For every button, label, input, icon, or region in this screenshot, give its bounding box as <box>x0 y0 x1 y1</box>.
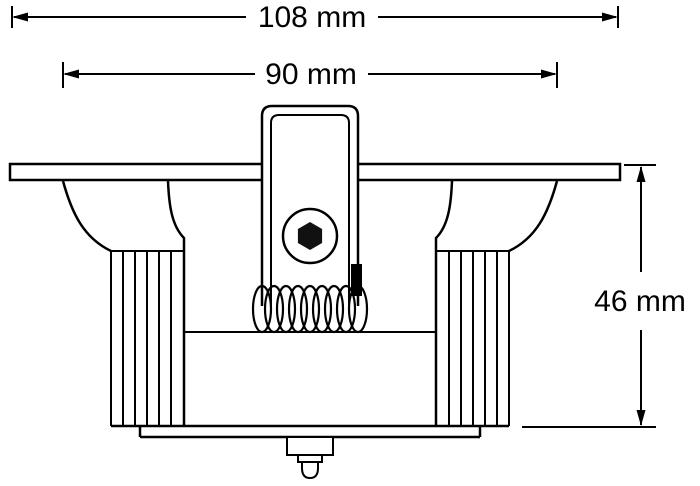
cone-inner-left <box>166 180 186 426</box>
arrow-left-icon <box>12 12 28 22</box>
height-label: 46 mm <box>594 285 686 318</box>
terminal-block <box>286 436 334 456</box>
arrow-right-icon <box>541 69 557 79</box>
mounting-bracket <box>260 104 362 306</box>
body-width-label: 90 mm <box>265 58 357 91</box>
torsion-spring <box>251 284 369 334</box>
outer-width-label: 108 mm <box>258 1 366 34</box>
bracket-outer <box>260 104 360 306</box>
cone-inner-right <box>434 180 454 426</box>
bracket-clip <box>351 264 362 296</box>
terminal-collar <box>297 454 323 463</box>
dim-height: 46 mm <box>522 164 686 428</box>
terminal-connector <box>286 436 334 480</box>
heatsink-fins-right <box>436 250 510 426</box>
hex-screw <box>281 207 339 265</box>
dim-height-extension-lines <box>522 164 656 428</box>
arrow-up-icon <box>636 166 646 182</box>
dim-outer-width: 108 mm <box>11 1 619 34</box>
cone-outer-left <box>61 180 112 253</box>
arrow-right-icon <box>602 12 618 22</box>
dim-body-extension-ticks <box>62 62 558 88</box>
arrow-down-icon <box>636 410 646 426</box>
bracket-inner <box>270 114 350 306</box>
hex-socket-icon <box>297 222 323 250</box>
arrow-left-icon <box>63 69 79 79</box>
dim-body-width: 90 mm <box>62 58 558 91</box>
heatsink-bottom <box>111 424 509 439</box>
fixture <box>8 104 622 480</box>
heatsink-fins-left <box>110 250 184 426</box>
cone-outer-right <box>508 180 559 253</box>
terminal-knob <box>301 461 319 480</box>
